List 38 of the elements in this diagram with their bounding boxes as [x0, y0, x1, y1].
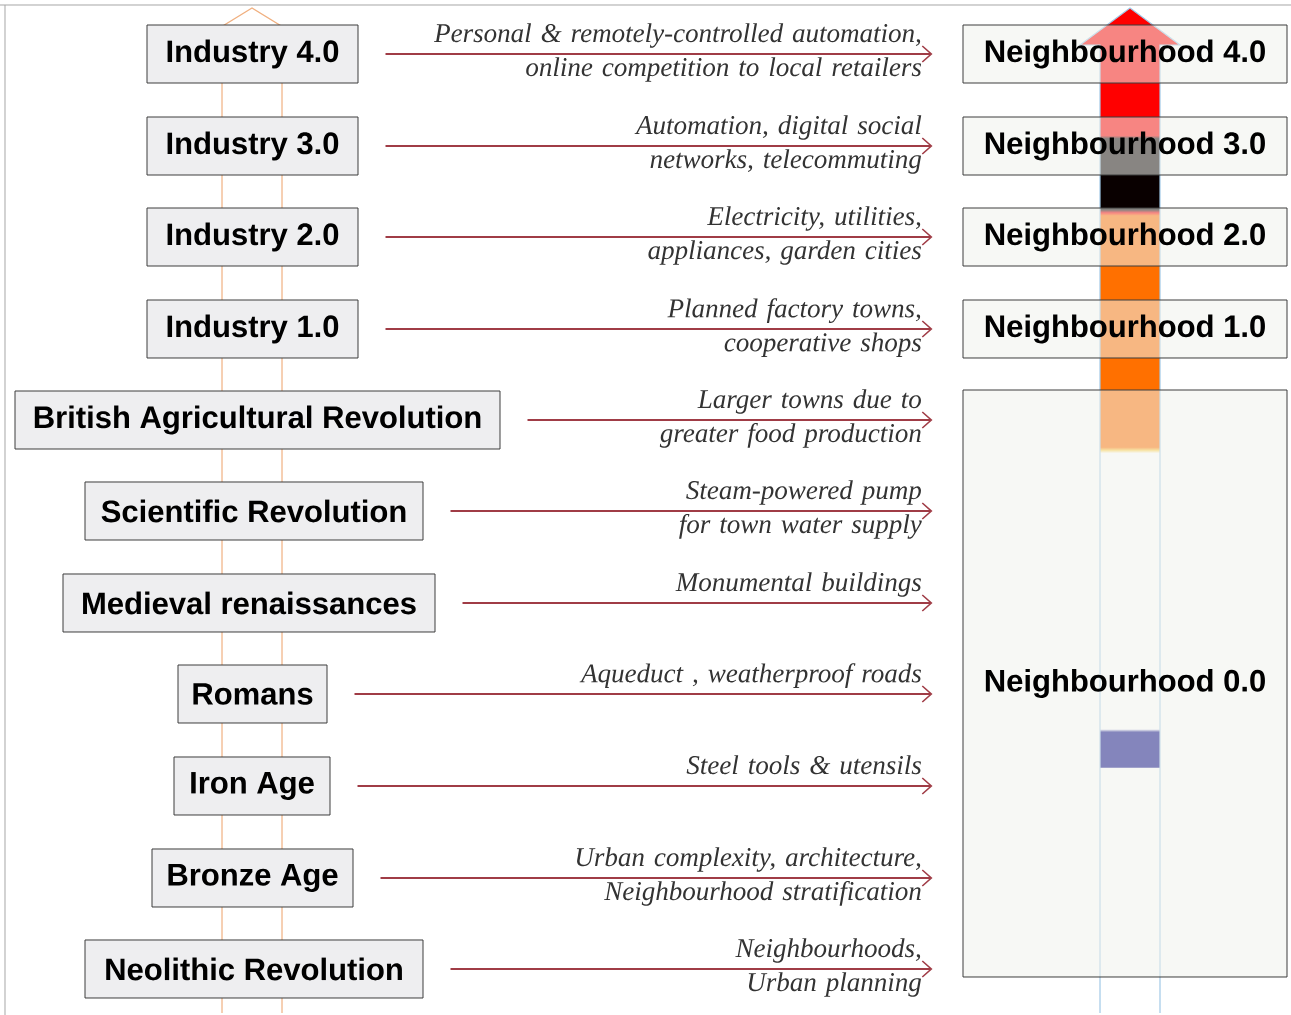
arrow [527, 411, 933, 429]
edge-label: Urban complexity, architecture, Neighbourhood stratification [576, 847, 921, 906]
edge-label: Steam-powered pump for town water supply [679, 480, 922, 539]
era-box: Medieval renaissances [62, 573, 436, 633]
arrow [462, 594, 933, 612]
era-box: Romans [177, 664, 328, 724]
era-box: Industry 3.0 [146, 116, 359, 176]
era-box: Industry 4.0 [146, 24, 359, 84]
arrow [385, 45, 933, 63]
neighbourhood-box: Neighbourhood 3.0 [962, 116, 1288, 176]
arrow [450, 502, 933, 520]
edge-label: Electricity, utilities, appliances, garden cities [648, 206, 921, 265]
era-box: Neolithic Revolution [84, 939, 424, 999]
edge-label: Planned factory towns, cooperative shops [667, 298, 921, 357]
edge-label: Personal & remotely-controlled automation, online competition to local retailers [434, 23, 922, 82]
edge-label: Larger towns due to greater food production [659, 389, 921, 448]
arrow [380, 869, 933, 887]
neighbourhood-box: Neighbourhood 4.0 [962, 24, 1288, 84]
edge-label: Neighbourhoods, Urban planning [735, 938, 921, 997]
era-box: Scientific Revolution [84, 481, 424, 541]
arrow [354, 685, 933, 703]
arrow [450, 960, 933, 978]
era-box: Industry 2.0 [146, 207, 359, 267]
edge-label: Monumental buildings [675, 572, 921, 597]
neighbourhood-box: Neighbourhood 1.0 [962, 299, 1288, 359]
arrow [385, 228, 933, 246]
neighbourhood-box: Neighbourhood 0.0 [962, 389, 1288, 978]
neighbourhood-box: Neighbourhood 2.0 [962, 207, 1288, 267]
era-box: Bronze Age [151, 848, 354, 908]
arrow [385, 320, 933, 338]
era-box: British Agricultural Revolution [14, 390, 501, 450]
edge-label: Aqueduct , weatherproof roads [579, 663, 921, 688]
arrow [385, 137, 933, 155]
edge-label: Steel tools & utensils [686, 755, 921, 775]
era-box: Iron Age [173, 756, 331, 816]
arrow [357, 777, 933, 795]
era-box: Industry 1.0 [146, 299, 359, 359]
edge-label: Automation, digital social networks, telecommuting [634, 115, 922, 174]
